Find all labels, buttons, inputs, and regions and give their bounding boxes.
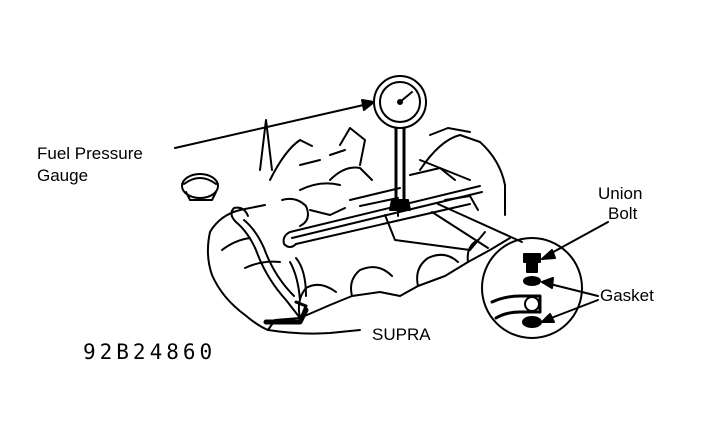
engine-block xyxy=(181,119,511,335)
fuel-pressure-gauge-label-line1: Fuel Pressure xyxy=(37,144,143,163)
fuel-pressure-gauge xyxy=(373,75,427,217)
detail-leader-lines xyxy=(431,203,523,249)
gasket-label: Gasket xyxy=(600,286,654,305)
model-label: SUPRA xyxy=(372,325,431,344)
union-bolt-leader xyxy=(541,221,609,260)
fuel-pressure-gauge-leader xyxy=(174,99,375,149)
figure-code: 92B24860 xyxy=(83,340,217,364)
union-bolt-label-line2: Bolt xyxy=(608,204,638,223)
union-bolt-detail xyxy=(481,237,583,339)
fuel-pressure-gauge-label-line2: Gauge xyxy=(37,166,89,185)
gasket-leaders xyxy=(541,277,599,323)
union-bolt-label-line1: Union xyxy=(598,184,643,203)
